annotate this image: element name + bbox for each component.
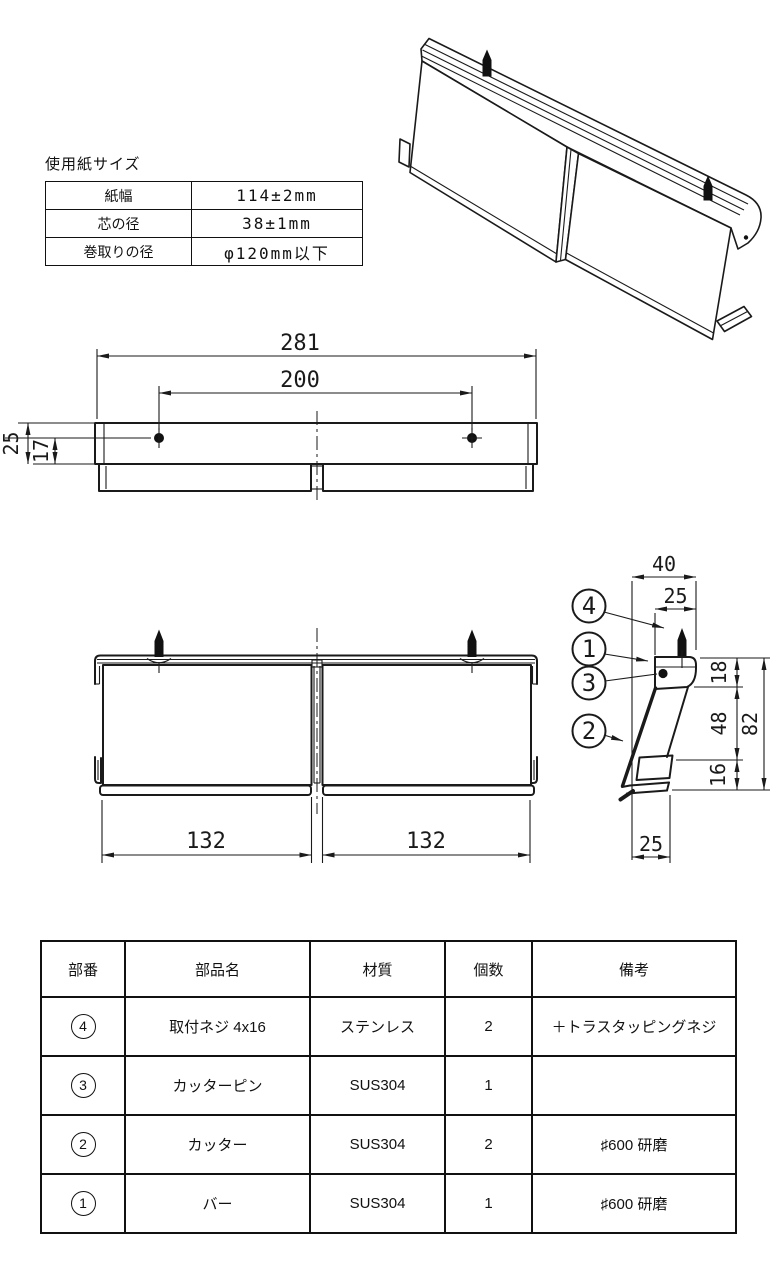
dim-middle-height: 48 (707, 711, 731, 735)
part-no-cell: 1 (40, 1173, 126, 1234)
part-material-cell: SUS304 (309, 1114, 446, 1175)
spec-table-title: 使用紙サイズ (45, 156, 141, 173)
part-number-balloon: 3 (70, 1073, 96, 1098)
parts-row: 3 カッターピン SUS304 1 (40, 1055, 737, 1116)
dim-left-width: 132 (186, 829, 226, 854)
iso-mounting-screws (482, 49, 713, 201)
spec-label: 紙幅 (45, 181, 192, 210)
parts-row: 1 バー SUS304 1 ♯600 研磨 (40, 1173, 737, 1234)
parts-row: 4 取付ネジ 4x16 ステンレス 2 ＋トラスタッピングネジ (40, 996, 737, 1057)
callout-balloon-cutter-pin: 3 (571, 665, 607, 701)
dim-lower-height: 16 (706, 763, 730, 787)
side-view-dimensions: 40 25 18 48 16 82 25 (631, 552, 770, 863)
dim-hole-offset: 17 (29, 439, 53, 463)
mounting-screw (146, 629, 172, 673)
spec-label: 巻取りの径 (45, 237, 192, 266)
col-remarks: 備考 (531, 940, 737, 998)
spec-value: 114±2mm (191, 181, 363, 210)
part-name-cell: カッター (124, 1114, 311, 1175)
part-number-balloon: 2 (70, 1132, 96, 1157)
top-view: 281 200 25 17 (0, 331, 538, 503)
part-material-cell: ステンレス (309, 996, 446, 1057)
dim-hole-pitch: 200 (280, 368, 320, 393)
spec-row: 芯の径 38±1mm (45, 209, 363, 238)
part-no-cell: 3 (40, 1055, 126, 1116)
top-view-body (94, 411, 538, 503)
front-view: 132 132 (94, 628, 538, 863)
part-number-balloon: 4 (70, 1014, 96, 1039)
part-material-cell: SUS304 (309, 1055, 446, 1116)
spec-value: 38±1mm (191, 209, 363, 238)
part-qty-cell: 1 (444, 1173, 533, 1234)
callout-balloon-bar: 1 (571, 631, 607, 667)
iso-holder-outline (398, 37, 762, 341)
part-note-cell: ＋トラスタッピングネジ (531, 996, 737, 1057)
dim-bottom-width: 25 (639, 832, 663, 856)
mounting-screw (677, 628, 687, 668)
dim-top-width: 25 (663, 584, 687, 608)
isometric-view (398, 37, 762, 341)
part-qty-cell: 2 (444, 1114, 533, 1175)
col-material: 材質 (309, 940, 446, 998)
callout-number: 4 (582, 592, 596, 620)
dim-upper-height: 18 (707, 660, 731, 684)
spec-label: 芯の径 (45, 209, 192, 238)
mounting-screw (459, 629, 485, 673)
part-callouts: 4 1 3 2 (571, 588, 665, 749)
spec-row: 紙幅 114±2mm (45, 181, 363, 210)
dim-total-height: 82 (738, 712, 762, 736)
callout-number: 3 (582, 669, 596, 697)
part-qty-cell: 1 (444, 1055, 533, 1116)
parts-table: 部番 部品名 材質 個数 備考 4 取付ネジ 4x16 ステンレス 2 ＋トラス… (40, 940, 737, 1234)
callout-balloon-cutter: 2 (571, 713, 607, 749)
part-name-cell: 取付ネジ 4x16 (124, 996, 311, 1057)
part-note-cell (531, 1055, 737, 1116)
spec-table: 紙幅 114±2mm 芯の径 38±1mm 巻取りの径 φ120mm以下 (45, 181, 363, 266)
callout-balloon-screw: 4 (571, 588, 607, 624)
side-view: 40 25 18 48 16 82 25 4 (571, 552, 770, 863)
cutter-pin-dot (658, 668, 668, 679)
part-no-cell: 4 (40, 996, 126, 1057)
dim-overall-width: 281 (280, 331, 320, 356)
parts-row: 2 カッター SUS304 2 ♯600 研磨 (40, 1114, 737, 1175)
col-part-no: 部番 (40, 940, 126, 998)
part-note-cell: ♯600 研磨 (531, 1173, 737, 1234)
part-number-balloon: 1 (70, 1191, 96, 1216)
screw-hole (154, 428, 164, 448)
part-qty-cell: 2 (444, 996, 533, 1057)
part-name-cell: カッターピン (124, 1055, 311, 1116)
spec-value: φ120mm以下 (191, 237, 363, 266)
dim-depth: 25 (0, 431, 23, 455)
screw-hole (462, 428, 482, 448)
part-no-cell: 2 (40, 1114, 126, 1175)
dim-total-depth: 40 (652, 552, 676, 576)
top-view-dimensions: 281 200 25 17 (0, 331, 537, 465)
part-name-cell: バー (124, 1173, 311, 1234)
part-material-cell: SUS304 (309, 1173, 446, 1234)
front-view-body (94, 628, 538, 814)
dim-right-width: 132 (406, 829, 446, 854)
side-view-body (618, 628, 697, 802)
callout-number: 1 (582, 635, 596, 663)
spec-row: 巻取りの径 φ120mm以下 (45, 237, 363, 266)
parts-header-row: 部番 部品名 材質 個数 備考 (40, 940, 737, 998)
front-view-dimensions: 132 132 (101, 797, 531, 863)
part-note-cell: ♯600 研磨 (531, 1114, 737, 1175)
col-part-name: 部品名 (124, 940, 311, 998)
callout-number: 2 (582, 717, 596, 745)
col-qty: 個数 (444, 940, 533, 998)
